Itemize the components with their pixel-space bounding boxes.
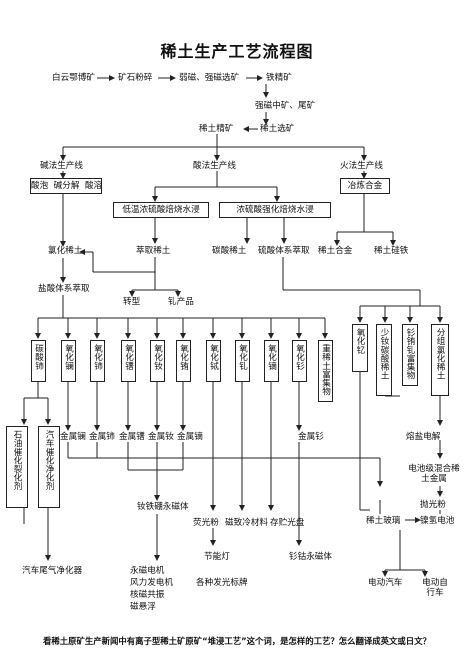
node-metal-pr: 金属镨 bbox=[119, 432, 145, 442]
node-re-glass: 稀土玻璃 bbox=[366, 516, 401, 526]
node-baiyun-ore: 白云鄂博矿 bbox=[52, 73, 95, 83]
box-heavy-re: 重稀土富集物 bbox=[318, 340, 333, 402]
text-oxide-la: 氧化镧 bbox=[63, 344, 74, 370]
text-oxide-pr: 氧化镨 bbox=[123, 344, 134, 370]
text-group-chloride: 分组氯化稀土 bbox=[435, 328, 446, 380]
app-energy-saving-lamp: 节能灯 bbox=[204, 552, 230, 562]
node-hcl-extraction: 盐酸体系萃取 bbox=[38, 284, 90, 294]
chart-title: 稀土生产工艺流程图 bbox=[160, 42, 314, 61]
step-acid-foam: 酸泡 bbox=[31, 181, 49, 191]
box-auto-catalyst: 汽车催化净化剂 bbox=[38, 426, 60, 508]
text-auto-catalyst: 汽车催化净化剂 bbox=[44, 430, 55, 491]
node-smco-magnet: 钐钴永磁体 bbox=[289, 552, 332, 562]
box-oxide-dy: 氧化镝 bbox=[264, 340, 279, 382]
box-oxide-la: 氧化镧 bbox=[61, 340, 76, 382]
node-re-alloy: 稀土合金 bbox=[318, 246, 353, 256]
text-oxide-dy: 氧化镝 bbox=[266, 344, 277, 370]
node-phosphor: 荧光粉 bbox=[193, 518, 219, 528]
app-luminous-signs: 各种发光标牌 bbox=[196, 578, 248, 588]
node-battery-grade-metal: 电池级混合稀土金属 bbox=[408, 464, 460, 484]
text-oxide-ce: 氧化铈 bbox=[92, 344, 103, 370]
node-re-carbonate: 碳酸稀土 bbox=[212, 246, 247, 256]
box-group-chloride: 分组氯化稀土 bbox=[431, 324, 449, 396]
node-magnetocaloric: 磁致冷材料 bbox=[225, 518, 268, 528]
text-oxide-y: 氧化钇 bbox=[355, 328, 366, 354]
text-sm-eu-gd: 钐铕钆富集物 bbox=[405, 328, 416, 380]
node-storage-disc: 存贮光盘 bbox=[270, 518, 305, 528]
text-few-nd-carbonate: 少钕碳酸稀土 bbox=[379, 328, 390, 380]
box-oxide-y: 氧化钇 bbox=[352, 324, 368, 372]
box-petroleum-catalyst: 石油催化裂化剂 bbox=[6, 426, 28, 508]
text-petroleum-catalyst: 石油催化裂化剂 bbox=[12, 430, 23, 491]
footer-question: 看稀土原矿生产新闻中有离子型稀土矿原矿“堆浸工艺”这个词，是怎样的工艺？怎么翻译… bbox=[43, 636, 431, 646]
label-alkali-line: 碱法生产线 bbox=[40, 161, 83, 171]
node-sulfate-extraction: 硫酸体系萃取 bbox=[258, 246, 310, 256]
step-alkali-decomp: 碱分解 bbox=[53, 181, 80, 191]
box-oxide-eu: 氧化铕 bbox=[176, 340, 191, 382]
node-iron-concentrate: 铁精矿 bbox=[266, 73, 292, 83]
node-re-chloride: 氯化稀土 bbox=[48, 246, 83, 256]
box-oxide-gd: 氧化钆 bbox=[235, 340, 250, 382]
box-oxide-nd: 氧化钕 bbox=[150, 340, 165, 382]
box-oxide-sm: 氧化钐 bbox=[292, 340, 307, 382]
alkali-steps-box: 酸泡 碱分解 酸溶 bbox=[30, 178, 102, 194]
app-electric-car: 电动汽车 bbox=[368, 578, 403, 588]
text-heavy-re: 重稀土富集物 bbox=[320, 344, 331, 396]
box-few-nd-carbonate: 少钕碳酸稀土 bbox=[376, 324, 392, 396]
node-high-temp-roast: 浓硫酸强化焙烧水浸 bbox=[219, 202, 331, 218]
app-maglev: 磁悬浮 bbox=[130, 602, 156, 612]
node-re-dressing: 稀土选矿 bbox=[260, 124, 295, 134]
text-oxide-gd: 氧化钆 bbox=[237, 344, 248, 370]
node-ndfeb-magnet: 钕铁硼永磁体 bbox=[137, 502, 189, 512]
app-mri: 核磁共振 bbox=[130, 590, 165, 600]
box-carbonate-ce: 碳酸铈 bbox=[31, 340, 46, 382]
app-electric-bike: 电动自行车 bbox=[422, 578, 448, 598]
node-nimh-battery: 镍氢电池 bbox=[420, 516, 455, 526]
box-oxide-tb: 氧化铽 bbox=[206, 340, 221, 382]
label-acid-line: 酸法生产线 bbox=[193, 161, 236, 171]
node-low-temp-roast: 低温浓硫酸焙烧水浸 bbox=[113, 202, 209, 218]
node-magnetic-separation: 弱磁、强磁选矿 bbox=[179, 73, 240, 83]
node-re-ferrosilicon: 稀土硅铁 bbox=[374, 246, 409, 256]
node-extraction: 萃取稀土 bbox=[136, 246, 171, 256]
node-transform: 转型 bbox=[123, 297, 141, 307]
node-middling-tailings: 强磁中矿、尾矿 bbox=[255, 101, 316, 111]
step-acid-dissolve: 酸溶 bbox=[84, 181, 103, 191]
node-metal-nd: 金属钕 bbox=[148, 432, 174, 442]
node-ore-crush: 矿石粉碎 bbox=[118, 73, 153, 83]
box-oxide-ce: 氧化铈 bbox=[90, 340, 105, 382]
node-metal-dy: 金属镝 bbox=[177, 432, 203, 442]
text-oxide-tb: 氧化铽 bbox=[208, 344, 219, 370]
app-wind-generator: 风力发电机 bbox=[130, 578, 173, 588]
node-gd-products: 钆产品 bbox=[168, 297, 194, 307]
node-polish-powder: 抛光粉 bbox=[420, 500, 446, 510]
node-metal-ce: 金属铈 bbox=[89, 432, 115, 442]
label-fire-line: 火法生产线 bbox=[340, 161, 383, 171]
node-auto-exhaust: 汽车尾气净化器 bbox=[22, 566, 83, 576]
text-oxide-nd: 氧化钕 bbox=[152, 344, 163, 370]
text-oxide-sm: 氧化钐 bbox=[294, 344, 305, 370]
node-smelt-alloy: 冶炼合金 bbox=[340, 178, 390, 194]
node-metal-sm: 金属钐 bbox=[298, 432, 324, 442]
text-carbonate-ce: 碳酸铈 bbox=[33, 344, 44, 370]
app-pm-motor: 永磁电机 bbox=[130, 566, 165, 576]
node-metal-la: 金属镧 bbox=[60, 432, 86, 442]
node-molten-salt-electrolysis: 熔盐电解 bbox=[406, 432, 441, 442]
node-re-concentrate: 稀土精矿 bbox=[199, 124, 234, 134]
box-oxide-pr: 氧化镨 bbox=[121, 340, 136, 382]
box-sm-eu-gd: 钐铕钆富集物 bbox=[402, 324, 418, 386]
text-oxide-eu: 氧化铕 bbox=[178, 344, 189, 370]
